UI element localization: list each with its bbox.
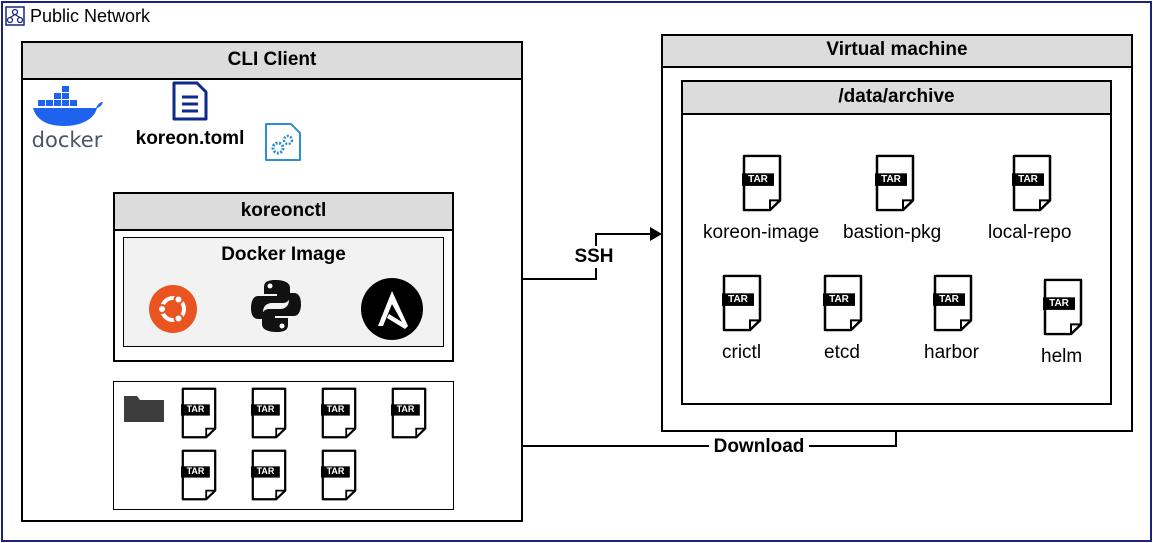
archive-label: crictl <box>722 342 762 363</box>
tar-file-icon: TAR <box>181 449 217 501</box>
ansible-icon <box>361 278 423 340</box>
ubuntu-icon <box>148 284 198 334</box>
archive-label: bastion-pkg <box>843 222 942 243</box>
tar-file-icon: TAR <box>321 387 357 439</box>
gear-file-icon <box>264 122 302 162</box>
tar-file-icon: TAR <box>391 387 427 439</box>
docker-image-title: Docker Image <box>221 244 346 265</box>
tar-badge-text: TAR <box>728 294 748 305</box>
archive-label: local-repo <box>988 222 1072 243</box>
tar-file-icon: TAR <box>1012 154 1052 212</box>
tar-file-icon: TAR <box>1043 278 1083 336</box>
archive-label: koreon-image <box>703 222 820 243</box>
archive-label: etcd <box>824 342 860 363</box>
tar-badge-text: TAR <box>748 174 768 185</box>
tar-file-icon: TAR <box>742 154 782 212</box>
archive-label: harbor <box>924 342 979 363</box>
python-icon <box>250 278 302 334</box>
tar-badge-text: TAR <box>186 466 205 476</box>
ssh-label: SSH <box>566 246 622 268</box>
tar-badge-text: TAR <box>1018 174 1038 185</box>
config-file-label: koreon.toml <box>135 128 245 149</box>
tar-badge-text: TAR <box>186 404 205 414</box>
tar-badge-text: TAR <box>256 404 275 414</box>
tar-file-icon: TAR <box>875 154 915 212</box>
tar-badge-text: TAR <box>1049 298 1069 309</box>
archive-dir-box: /data/archive <box>681 80 1112 405</box>
tar-badge-text: TAR <box>326 404 345 414</box>
tar-file-icon: TAR <box>321 449 357 501</box>
download-label: Download <box>709 436 809 458</box>
tar-file-icon: TAR <box>823 274 863 332</box>
tar-file-icon: TAR <box>722 274 762 332</box>
network-icon <box>5 6 25 26</box>
tar-file-icon: TAR <box>933 274 973 332</box>
archive-dir-title: /data/archive <box>683 82 1110 115</box>
tar-badge-text: TAR <box>256 466 275 476</box>
tar-badge-text: TAR <box>396 404 415 414</box>
public-network-label: Public Network <box>30 6 151 26</box>
koreonctl-title: koreonctl <box>115 194 452 231</box>
cli-client-title: CLI Client <box>23 43 521 80</box>
tar-badge-text: TAR <box>829 294 849 305</box>
tar-file-icon: TAR <box>251 449 287 501</box>
archive-label: helm <box>1041 346 1083 367</box>
tar-badge-text: TAR <box>939 294 959 305</box>
tar-badge-text: TAR <box>881 174 901 185</box>
folder-icon <box>123 393 165 423</box>
tar-file-icon: TAR <box>181 387 217 439</box>
docker-logo-text: docker <box>31 128 103 152</box>
virtual-machine-title: Virtual machine <box>663 36 1131 68</box>
document-icon <box>171 81 209 121</box>
tar-badge-text: TAR <box>326 466 345 476</box>
docker-logo: docker <box>30 86 104 154</box>
tar-file-icon: TAR <box>251 387 287 439</box>
